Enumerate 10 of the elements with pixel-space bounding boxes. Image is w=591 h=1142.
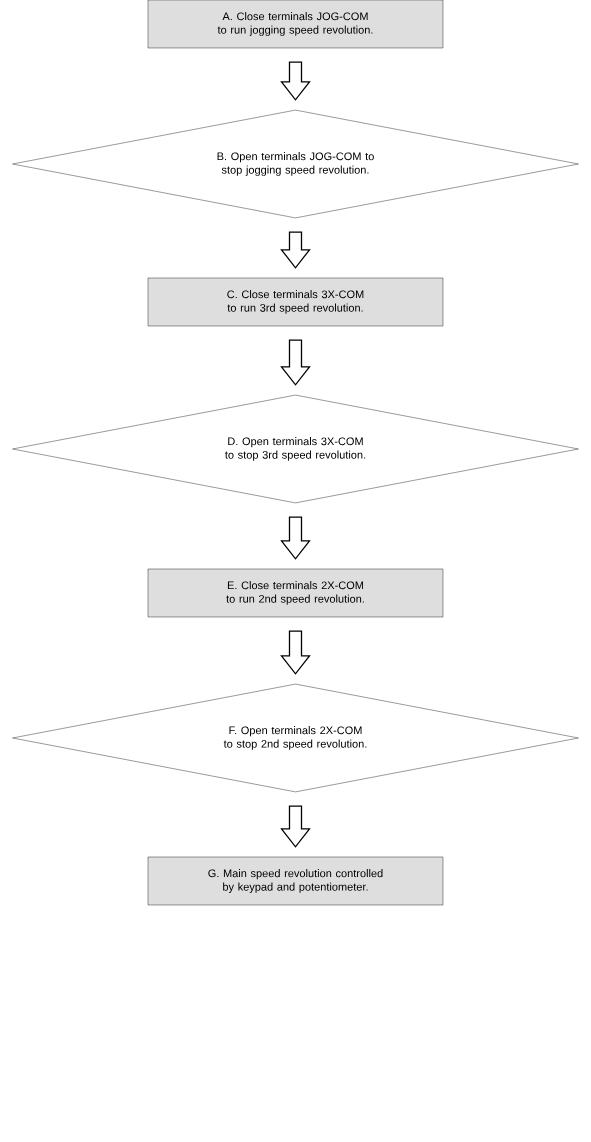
arrow — [280, 231, 311, 269]
arrow — [280, 339, 311, 386]
arrow — [280, 630, 311, 675]
process-box: E. Close terminals 2X-COM to run 2nd speed revolution. — [147, 568, 444, 618]
arrow — [280, 805, 311, 848]
process-box: A. Close terminals JOG-COM to run jogging speed revolution. — [147, 0, 444, 49]
arrow — [280, 516, 311, 560]
arrow — [280, 61, 311, 101]
process-box: G. Main speed revolution controlled by keypad and potentiometer. — [147, 856, 444, 906]
process-box: C. Close terminals 3X-COM to run 3rd speed revolution. — [147, 277, 444, 327]
